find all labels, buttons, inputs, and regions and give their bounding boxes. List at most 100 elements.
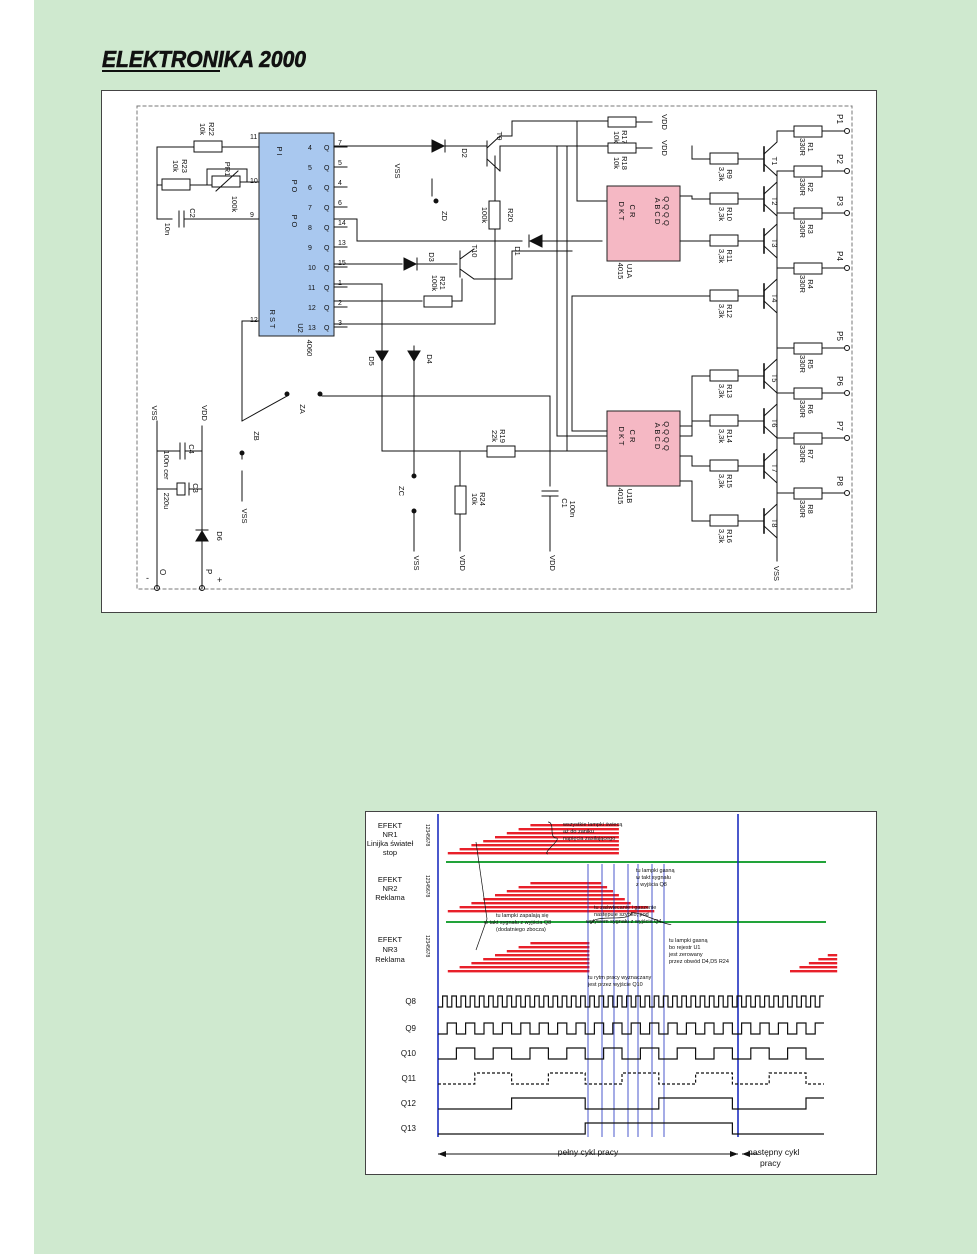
p-ref: P4 [835,251,844,261]
u1a-name: U1A [625,264,634,279]
resistor-r21 [423,295,453,308]
resistor-out-3 [793,207,823,220]
resistor-base-1 [709,152,739,165]
rc-ref: R7 [806,449,815,459]
t9-ref: T9 [495,132,504,141]
pr1-ref: PR1 [223,162,232,177]
d6-ref: D6 [215,531,224,541]
output-terminal-5 [844,345,850,351]
resistor-r23 [161,178,191,191]
effect3-bar [530,942,590,945]
rb-ref: R9 [725,169,734,179]
rc-ref: R1 [806,142,815,152]
u2-q-num: 9 [308,245,312,252]
u2-pi-label: P I [275,146,284,155]
effect3-bar [518,946,590,949]
resistor-out-1 [793,125,823,138]
p-ref: P2 [835,154,844,164]
resistor-r19 [486,445,516,458]
u2-pin-num: 14 [338,220,346,227]
p-ref: P6 [835,376,844,386]
rc-ref: R2 [806,182,815,192]
capacitor-c3 [176,482,186,496]
circuit-schematic: P I P O P O R S T U2 4060 Q47Q55Q64Q76Q8… [136,105,853,591]
effect3-bar-right [808,962,838,965]
resistor-r18 [607,142,637,154]
u2-q-num: 8 [308,225,312,232]
next-cycle-label-2: pracy [760,1158,782,1168]
c2-ref: C2 [188,208,197,218]
rc-ref: R4 [806,279,815,289]
rb-val: 3,3k [717,429,726,443]
u1a-inner-1: C R [628,205,637,219]
ann1-0: wszystkie lampki świecą [562,822,623,828]
effect3-bar [495,954,590,957]
rc-val: 330R [798,355,807,374]
ann3-0: tu zaświecanie i gaszenie [594,905,656,911]
effect1-bar [495,836,619,839]
r21-ref: R21 [438,276,447,290]
vdd-label-2: VDD [660,140,669,156]
waveform-q10 [438,1047,824,1060]
output-terminal-6 [844,390,850,396]
logo-text: ELEKTRONIKA 2000 [102,46,306,72]
u1b-inner-1: C R [628,430,637,444]
magazine-logo: ELEKTRONIKA 2000 [102,46,307,73]
rc-val: 330R [798,500,807,519]
vss-label-3: VSS [412,555,421,570]
resistor-out-2 [793,165,823,178]
effect3-channels: 12345678 [424,935,430,957]
effect1-bar [483,840,619,843]
effect1-l1: EFEKT [378,821,403,830]
c4-ref: C4 [187,444,196,454]
r24-val: 10k [470,493,479,505]
u2-pin-num: 5 [338,160,342,167]
r18-ref: R18 [620,156,629,170]
output-terminal-3 [844,210,850,216]
u2-q-num: 5 [308,165,312,172]
r23-val: 10k [171,160,180,172]
effect2-l2: NR2 [382,884,397,893]
c1-ref: C1 [560,498,569,508]
diode-d4 [407,350,421,362]
effect3-l1: EFEKT [378,935,403,944]
effect3-l3: Reklama [375,955,405,964]
resistor-base-4 [709,289,739,302]
r19-val: 22k [490,430,499,442]
r22-ref: R22 [207,122,216,136]
u2-q-label: Q [324,225,330,232]
r24-ref: R24 [478,492,487,506]
rb-val: 3,3k [717,474,726,488]
t-ref: T7 [770,464,779,473]
vss-label-1: VSS [393,163,402,178]
u2-pin-9: 9 [250,212,254,219]
c1-val: 100n [568,501,577,518]
diode-d2 [431,139,446,153]
r21-val: 100k [430,275,439,292]
u2-pin-num: 7 [338,140,342,147]
t-ref: T6 [770,419,779,428]
effect2-bar [459,906,649,909]
u2-q-label: Q [324,325,330,332]
c3-val: 220u [162,493,171,510]
d5-ref: D5 [367,356,376,366]
effect3-bar [506,950,590,953]
waveform-q11 [438,1072,824,1085]
resistor-base-8 [709,514,739,527]
rb-val: 3,3k [717,207,726,221]
resistor-out-6 [793,387,823,400]
ann6-1: jest przez wyjście Q10 [587,982,643,988]
psu-p-label: P [204,569,213,574]
t-ref: T5 [770,374,779,383]
ic-u1a-4015 [606,185,681,262]
vdd-label-3: VDD [458,555,467,571]
u2-pin-num: 2 [338,300,342,307]
rb-val: 3,3k [717,249,726,263]
rb-ref: R13 [725,384,734,398]
signal-label-q11: Q11 [401,1074,416,1083]
u1b-part: 4015 [616,488,625,505]
ic-u2-4060 [258,132,335,337]
r22-val: 10k [198,123,207,135]
